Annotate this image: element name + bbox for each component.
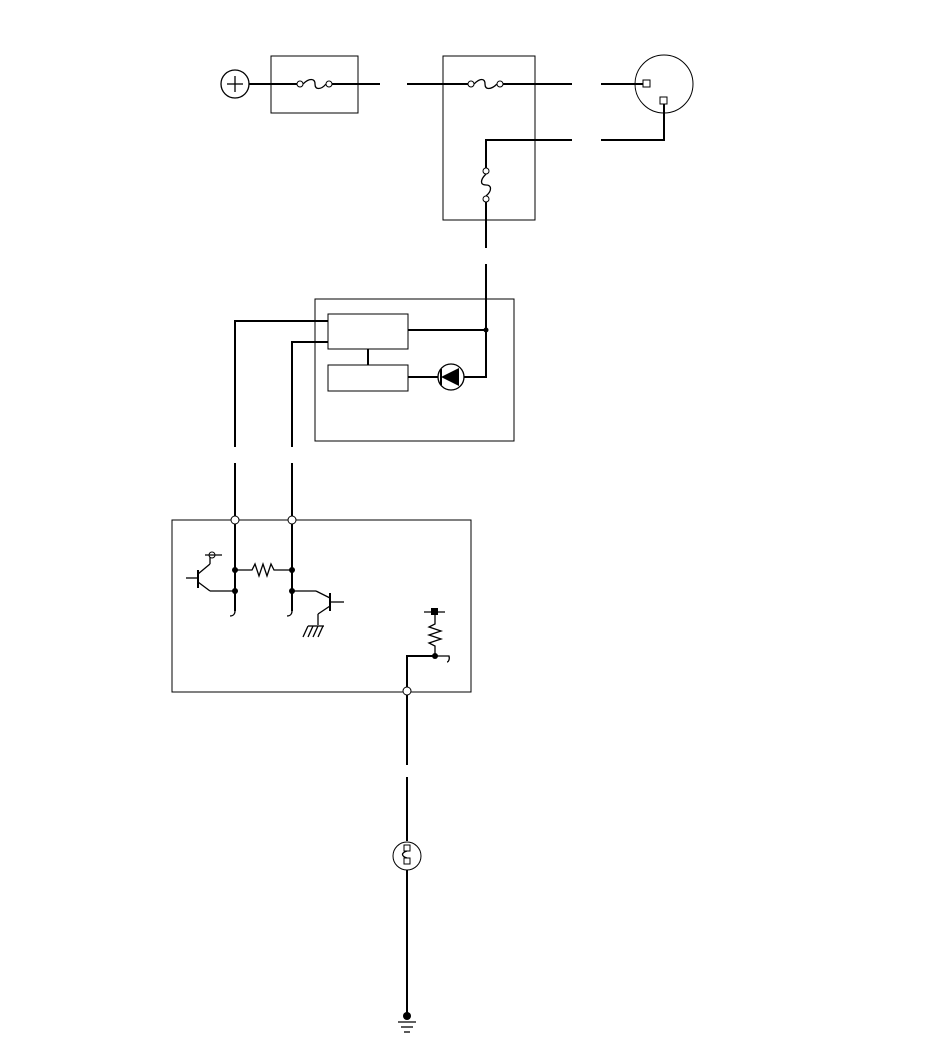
junction-dot	[289, 567, 295, 573]
wire	[291, 341, 328, 447]
fuse-icon	[467, 78, 504, 90]
control-unit-block-upper	[327, 313, 409, 350]
connector-icon	[634, 54, 694, 114]
power-source-icon	[424, 608, 445, 615]
connector-pin	[642, 79, 651, 88]
fuse-box-2	[442, 55, 536, 221]
junction-dot	[483, 327, 489, 333]
terminal	[402, 686, 412, 696]
ecu-box	[171, 519, 472, 693]
wire-end	[229, 610, 236, 617]
connector-pin	[659, 96, 668, 105]
wire	[406, 655, 435, 687]
ground-icon	[398, 1012, 416, 1033]
battery-icon	[220, 69, 250, 99]
fuse-icon	[480, 167, 492, 203]
resistor-icon	[235, 561, 292, 579]
junction-dot	[232, 567, 238, 573]
resistor-icon	[426, 615, 444, 656]
wire	[485, 139, 572, 168]
control-unit-block-lower	[327, 364, 409, 392]
wire	[234, 320, 328, 447]
switch-icon	[392, 841, 422, 871]
transistor-icon	[292, 590, 344, 625]
wire-end	[286, 610, 293, 617]
terminal	[287, 515, 297, 525]
ground-icon	[302, 625, 324, 638]
wire	[464, 373, 487, 378]
transistor-icon	[186, 551, 235, 592]
wire	[601, 103, 665, 141]
control-unit-box	[314, 298, 515, 442]
terminal	[230, 515, 240, 525]
led-icon	[437, 363, 465, 391]
fuse-icon	[296, 78, 333, 90]
wire-end	[435, 655, 450, 663]
